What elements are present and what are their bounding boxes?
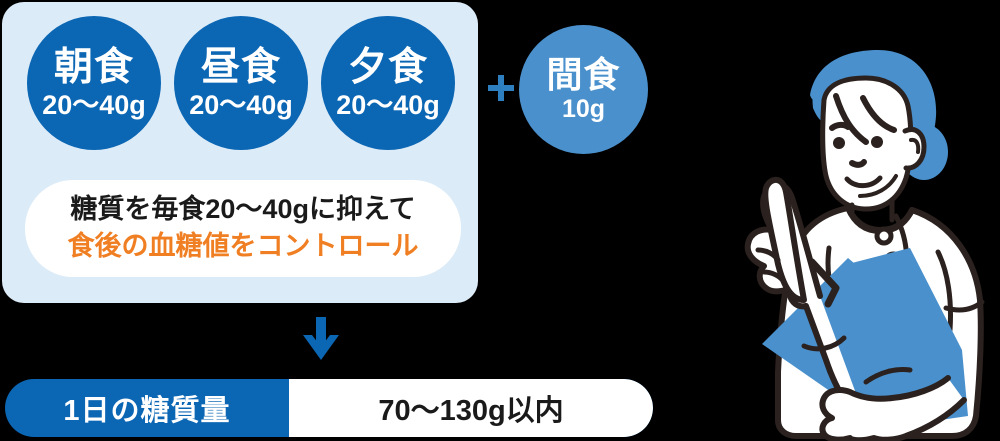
pointing-arm (744, 176, 871, 429)
meal-amount-lunch: 20〜40g (189, 89, 293, 120)
meal-circle-lunch: 昼食 20〜40g (174, 16, 308, 150)
snack-circle: 間食 10g (519, 25, 648, 154)
message-line-2: 食後の血糖値をコントロール (67, 231, 419, 261)
plus-icon (484, 68, 518, 108)
meal-circle-dinner: 夕食 20〜40g (321, 16, 455, 150)
meal-name-breakfast: 朝食 (53, 45, 134, 89)
arrow-down-icon (296, 314, 346, 364)
meal-amount-breakfast: 20〜40g (42, 89, 146, 120)
eye-right (871, 136, 883, 148)
holding-hand (819, 367, 967, 441)
daily-total-value: 70〜130g以内 (289, 379, 653, 437)
hair-fringe (833, 93, 897, 145)
nurse-illustration (700, 0, 1000, 441)
eyebrow (829, 121, 851, 131)
meal-circle-breakfast: 朝食 20〜40g (27, 16, 161, 150)
mouth (844, 175, 883, 189)
button-top (874, 226, 894, 246)
meal-name-lunch: 昼食 (200, 45, 281, 89)
snack-amount: 10g (561, 95, 606, 123)
message-box: 糖質を毎食20〜40gに抑えて 食後の血糖値をコントロール (25, 180, 461, 277)
daily-total-bar: 1日の糖質量 70〜130g以内 (5, 379, 653, 437)
meal-amount-dinner: 20〜40g (336, 89, 440, 120)
meal-name-dinner: 夕食 (347, 45, 428, 89)
daily-total-label: 1日の糖質量 (63, 395, 231, 427)
message-line-1: 糖質を毎食20〜40gに抑えて (70, 194, 416, 225)
chin-line (858, 174, 898, 198)
eye-left (833, 137, 845, 149)
ear-shape (902, 127, 927, 171)
snack-name: 間食 (546, 54, 621, 95)
nose (849, 159, 867, 168)
